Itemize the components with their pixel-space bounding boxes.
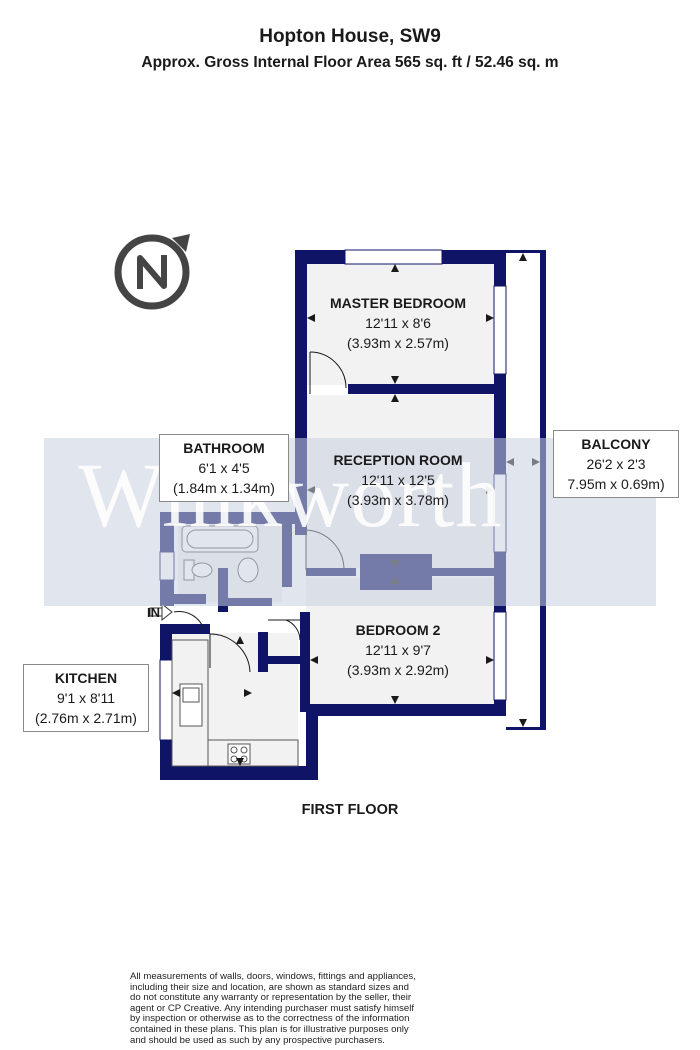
room-name: MASTER BEDROOM [329, 295, 467, 311]
room-name: BEDROOM 2 [355, 622, 441, 638]
room-name: KITCHEN [54, 670, 118, 686]
room-imperial: 6'1 x 4'5 [198, 460, 250, 476]
room-metric: (3.93m x 2.92m) [347, 662, 449, 678]
room-metric: (2.76m x 2.71m) [35, 710, 137, 726]
north-compass-icon [114, 234, 190, 310]
kitchen-label: KITCHEN 9'1 x 8'11 (2.76m x 2.71m) [23, 664, 149, 732]
room-metric: 7.95m x 0.69m) [567, 476, 665, 492]
room-metric: (3.93m x 2.57m) [347, 335, 449, 351]
bedroom-2-label: BEDROOM 2 12'11 x 9'7 (3.93m x 2.92m) [318, 620, 478, 680]
room-name: BATHROOM [183, 440, 265, 456]
room-name: BALCONY [581, 436, 651, 452]
agency-watermark: Winkworth [78, 444, 503, 546]
bathroom-label: BATHROOM 6'1 x 4'5 (1.84m x 1.34m) [159, 434, 289, 502]
room-imperial: 12'11 x 8'6 [365, 315, 431, 331]
room-metric: (1.84m x 1.34m) [173, 480, 275, 496]
room-name: RECEPTION ROOM [333, 452, 463, 468]
balcony-label: BALCONY 26'2 x 2'3 7.95m x 0.69m) [553, 430, 679, 498]
entrance-label: IN [147, 605, 160, 620]
room-imperial: 12'11 x 9'7 [365, 642, 431, 658]
master-bedroom-label: MASTER BEDROOM 12'11 x 8'6 (3.93m x 2.57… [318, 293, 478, 353]
disclaimer-text: All measurements of walls, doors, window… [130, 971, 416, 1046]
entrance-arrow-icon [149, 602, 173, 622]
reception-room-label: RECEPTION ROOM 12'11 x 12'5 (3.93m x 3.7… [318, 450, 478, 510]
room-metric: (3.93m x 3.78m) [347, 492, 449, 508]
floor-label: FIRST FLOOR [301, 802, 399, 818]
room-imperial: 9'1 x 8'11 [56, 690, 116, 706]
plan-title: Hopton House, SW9 [259, 26, 441, 47]
kitchen-fixtures [171, 639, 299, 767]
room-imperial: 26'2 x 2'3 [586, 456, 646, 472]
floor-area-subtitle: Approx. Gross Internal Floor Area 565 sq… [141, 54, 559, 71]
room-imperial: 12'11 x 12'5 [361, 472, 435, 488]
